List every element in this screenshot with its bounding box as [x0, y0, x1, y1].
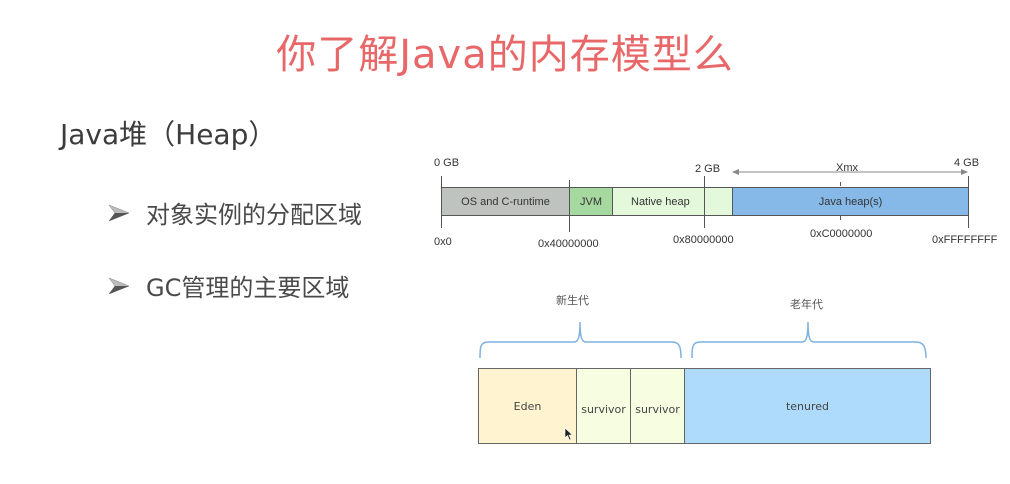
bullet-item: GC管理的主要区域 [108, 268, 349, 303]
address-label: 0x40000000 [538, 238, 599, 250]
segment-os-runtime: OS and C-runtime [441, 187, 569, 216]
slide-title: 你了解Java的内存模型么 [276, 32, 734, 78]
label-2gb: 2 GB [695, 163, 721, 175]
section-heading: Java堆（Heap） [60, 118, 277, 151]
tick-0x0 [441, 176, 442, 228]
bullet-text: GC管理的主要区域 [146, 274, 350, 302]
old-gen-brace-icon [691, 321, 927, 359]
label-xmx: Xmx [836, 162, 858, 174]
bullet-text: 对象实例的分配区域 [146, 201, 362, 229]
label-0gb: 0 GB [434, 157, 460, 169]
mouse-cursor-icon [564, 427, 574, 441]
address-label: 0xFFFFFFFF [932, 234, 998, 246]
region-eden: Eden [478, 368, 577, 444]
segment-native-heap: Native heap [612, 187, 732, 216]
tick-0xC0000000-top [840, 182, 841, 186]
region-survivor-1: survivor [576, 368, 631, 444]
tick-0x80000000 [704, 176, 705, 228]
label-4gb: 4 GB [954, 157, 980, 169]
young-gen-label: 新生代 [556, 294, 589, 307]
segment-label: Native heap [631, 195, 690, 208]
segment-label: JVM [580, 195, 602, 208]
region-survivor-2: survivor [630, 368, 685, 444]
xmx-range-arrow [732, 169, 968, 175]
segment-jvm: JVM [569, 187, 612, 216]
region-label: survivor [635, 403, 680, 416]
region-label: Eden [513, 399, 542, 413]
segment-label: OS and C-runtime [461, 195, 550, 208]
old-gen-label: 老年代 [790, 298, 823, 311]
region-label: tenured [785, 399, 830, 413]
bullet-item: 对象实例的分配区域 [108, 195, 362, 230]
region-tenured: tenured [684, 368, 931, 444]
address-label: 0x80000000 [673, 234, 734, 246]
tick-0xFFFFFFFF [968, 176, 969, 228]
tick-0x40000000 [569, 180, 570, 232]
address-label: 0xC0000000 [810, 228, 873, 240]
tick-0xC0000000-bottom [840, 216, 841, 220]
arrow-bullet-icon [108, 276, 130, 295]
address-label: 0x0 [434, 236, 452, 248]
young-gen-brace-icon [479, 321, 682, 359]
region-label: survivor [581, 403, 626, 416]
segment-java-heap: Java heap(s) [732, 187, 969, 216]
segment-label: Java heap(s) [818, 195, 883, 208]
arrow-bullet-icon [108, 203, 130, 222]
